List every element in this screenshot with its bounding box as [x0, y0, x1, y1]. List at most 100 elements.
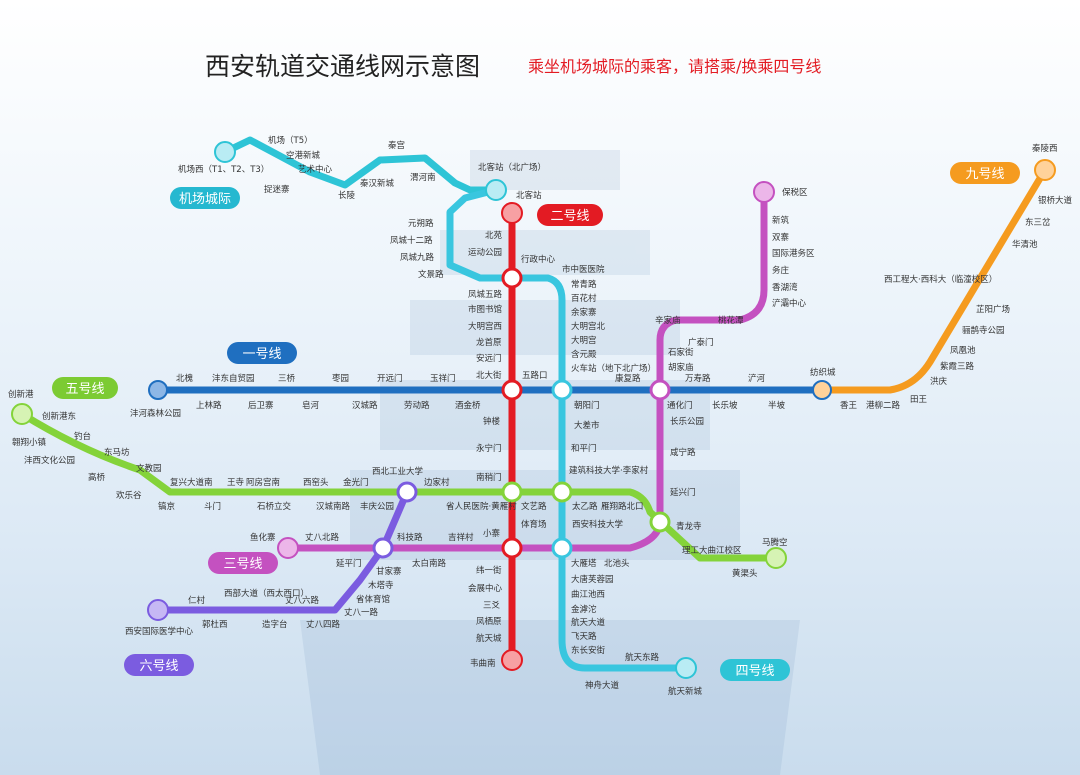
station-label[interactable]: 金光门 — [343, 477, 369, 488]
station-label[interactable]: 火车站（地下北广场） — [571, 363, 656, 374]
station-label[interactable]: 石桥立交 — [257, 501, 292, 512]
station-label[interactable]: 桃花潭 — [718, 315, 744, 326]
station-label[interactable]: 建筑科技大学·李家村 — [569, 465, 649, 476]
station-label[interactable]: 西工程大·西科大（临潼校区） — [884, 274, 997, 285]
station-label[interactable]: 朝阳门 — [574, 400, 600, 411]
station-label[interactable]: 龙首原 — [476, 337, 502, 348]
station-label[interactable]: 开远门 — [377, 373, 403, 384]
station-label[interactable]: 秦宫 — [388, 140, 405, 151]
station-label[interactable]: 西安科技大学 — [572, 519, 624, 530]
station-label[interactable]: 凤城十二路 — [390, 235, 433, 246]
station-label[interactable]: 纬一街 — [476, 565, 502, 576]
station-label[interactable]: 省人民医院·黄雁村 — [446, 501, 517, 512]
terminal-airport-west[interactable] — [214, 141, 236, 163]
interchange-north-station-north-square[interactable] — [485, 179, 507, 201]
station-label[interactable]: 北客站（北广场） — [478, 162, 546, 173]
station-label[interactable]: 后卫寨 — [248, 400, 274, 411]
station-label[interactable]: 华清池 — [1012, 239, 1038, 250]
interchange-nanshaomen[interactable] — [501, 481, 523, 503]
station-label[interactable]: 三桥 — [278, 373, 296, 384]
station-label[interactable]: 香湖湾 — [772, 282, 798, 293]
station-label[interactable]: 航天东路 — [625, 652, 660, 663]
terminal-yuhuazhai[interactable] — [277, 537, 299, 559]
station-label[interactable]: 汉城路 — [352, 400, 378, 411]
station-label[interactable]: 市图书馆 — [468, 304, 502, 315]
interchange-xingzhengzhongxin[interactable] — [501, 267, 523, 289]
station-label[interactable]: 高桥 — [88, 472, 106, 483]
station-label[interactable]: 务庄 — [772, 265, 790, 276]
station-label[interactable]: 双寨 — [772, 232, 790, 243]
interchange-xibei-gongye[interactable] — [396, 481, 418, 503]
station-label[interactable]: 会展中心 — [468, 583, 503, 594]
station-label[interactable]: 永宁门 — [476, 443, 502, 454]
station-label[interactable]: 理工大曲江校区 — [682, 545, 742, 556]
station-label[interactable]: 钓台 — [74, 431, 91, 442]
station-label[interactable]: 银桥大道 — [1038, 195, 1073, 206]
station-label[interactable]: 航天大道 — [571, 617, 606, 628]
station-label[interactable]: 黄渠头 — [732, 568, 758, 579]
station-label[interactable]: 皂河 — [302, 400, 320, 411]
station-label[interactable]: 沣东自贸园 — [212, 373, 255, 384]
station-label[interactable]: 大明宫 — [571, 335, 597, 346]
station-label[interactable]: 丰庆公园 — [360, 501, 394, 512]
station-label[interactable]: 沣西文化公园 — [24, 455, 75, 466]
terminal-matengkong[interactable] — [765, 547, 787, 569]
station-label[interactable]: 半坡 — [768, 400, 786, 411]
station-label[interactable]: 韦曲南 — [470, 658, 496, 669]
station-label[interactable]: 太乙路 — [572, 501, 598, 512]
station-label[interactable]: 紫霞三路 — [940, 361, 975, 372]
interchange-qinglongsi[interactable] — [649, 511, 671, 533]
station-label[interactable]: 丈八六路 — [285, 595, 320, 606]
station-label[interactable]: 通化门 — [667, 400, 693, 411]
station-label[interactable]: 常青路 — [571, 279, 597, 290]
station-label[interactable]: 沣河森林公园 — [130, 408, 181, 419]
station-label[interactable]: 南稍门 — [476, 472, 502, 483]
station-label[interactable]: 三爻 — [483, 601, 501, 611]
station-label[interactable]: 咸宁路 — [670, 447, 696, 458]
station-label[interactable]: 北苑 — [485, 230, 503, 241]
station-label[interactable]: 王寺 — [227, 478, 245, 488]
station-label[interactable]: 元朔路 — [408, 218, 434, 229]
station-label[interactable]: 大唐芙蓉园 — [571, 574, 614, 585]
station-label[interactable]: 浐灞中心 — [772, 298, 807, 309]
station-label[interactable]: 枣园 — [332, 373, 349, 384]
station-label[interactable]: 郭杜西 — [202, 619, 228, 630]
station-label[interactable]: 甘家寨 — [376, 566, 402, 577]
station-label[interactable]: 东长安街 — [571, 645, 606, 656]
station-label[interactable]: 辛家庙 — [655, 315, 681, 326]
interchange-wenyilu[interactable] — [551, 481, 573, 503]
station-label[interactable]: 渭河南 — [410, 172, 436, 183]
station-label[interactable]: 太白南路 — [412, 558, 447, 569]
station-label[interactable]: 胡家庙 — [668, 362, 694, 373]
station-label[interactable]: 劳动路 — [404, 400, 430, 411]
station-label[interactable]: 百花村 — [571, 293, 597, 304]
station-label[interactable]: 造字台 — [262, 619, 288, 630]
station-label[interactable]: 纺织城 — [810, 367, 836, 378]
station-label[interactable]: 港柳二路 — [866, 400, 901, 411]
station-label[interactable]: 阿房宫南 — [246, 477, 280, 488]
station-label[interactable]: 万寿路 — [685, 373, 711, 384]
station-label[interactable]: 飞天路 — [571, 631, 597, 642]
station-label[interactable]: 和平门 — [571, 443, 597, 454]
station-label[interactable]: 仁村 — [188, 595, 206, 606]
station-label[interactable]: 文艺路 — [521, 501, 547, 512]
station-label[interactable]: 芷阳广场 — [976, 304, 1010, 315]
station-label[interactable]: 体育场 — [521, 519, 547, 530]
station-label[interactable]: 丈八四路 — [306, 619, 341, 630]
station-label[interactable]: 洪庆 — [930, 376, 948, 387]
station-label[interactable]: 新筑 — [772, 215, 790, 226]
station-label[interactable]: 石家街 — [668, 347, 694, 358]
terminal-north-station[interactable] — [501, 202, 523, 224]
station-label[interactable]: 空港新城 — [286, 150, 321, 161]
station-label[interactable]: 小寨 — [483, 528, 501, 539]
terminal-baoshuiqu[interactable] — [753, 181, 775, 203]
station-label[interactable]: 丈八一路 — [344, 607, 379, 618]
station-label[interactable]: 北槐 — [176, 373, 194, 384]
station-label[interactable]: 边家村 — [424, 477, 450, 488]
station-label[interactable]: 田王 — [910, 395, 928, 405]
station-label[interactable]: 东马坊 — [104, 447, 130, 458]
station-label[interactable]: 文教园 — [136, 463, 162, 474]
station-label[interactable]: 安远门 — [476, 353, 502, 364]
station-label[interactable]: 汉城南路 — [316, 501, 351, 512]
station-label[interactable]: 青龙寺 — [676, 521, 702, 532]
